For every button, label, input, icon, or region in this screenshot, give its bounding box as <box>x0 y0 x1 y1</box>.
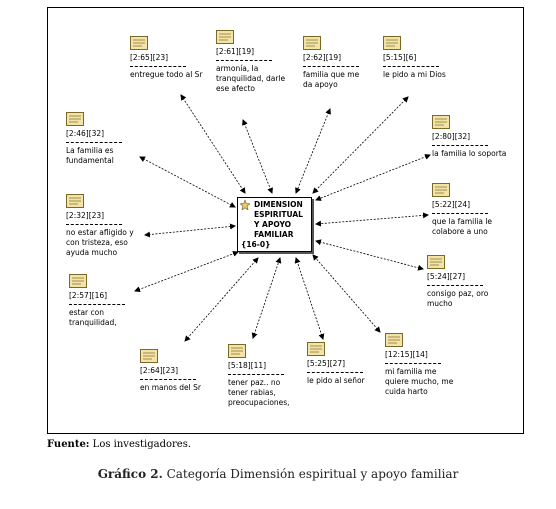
quote-node[interactable]: [2:46][32] La familia es fundamental <box>66 112 136 166</box>
quote-id: [5:18][11] <box>228 361 267 370</box>
divider <box>307 372 363 373</box>
caption-text: Categoría Dimensión espiritual y apoyo f… <box>162 467 459 481</box>
relation-link <box>315 154 431 201</box>
quote-text: consigo paz, oro mucho <box>427 289 489 308</box>
document-icon <box>66 112 84 126</box>
divider <box>303 66 359 67</box>
quote-text: que la familia le colabore a uno <box>432 217 493 236</box>
quote-node[interactable]: [5:24][27] consigo paz, oro mucho <box>427 255 497 309</box>
quote-text: armonía, la tranquilidad, darle ese afec… <box>216 64 286 93</box>
divider <box>69 304 125 305</box>
quote-node[interactable]: [5:25][27] le pido al señor <box>307 342 377 386</box>
quote-node[interactable]: [2:80][32] la familia lo soporta <box>432 115 506 159</box>
quote-node[interactable]: [2:32][23] no estar afligido y con trist… <box>66 194 140 258</box>
divider <box>140 379 196 380</box>
core-title: DIMENSION ESPIRITUAL Y APOYO FAMILIAR <box>254 200 303 239</box>
quote-id: [2:57][16] <box>69 291 108 300</box>
relation-link <box>312 254 381 333</box>
document-icon <box>303 36 321 50</box>
quote-node[interactable]: [12:15][14] mi familia me quiere mucho, … <box>385 333 460 397</box>
divider <box>432 213 488 214</box>
quote-id: [5:24][27] <box>427 272 466 281</box>
document-icon <box>307 342 325 356</box>
quote-text: no estar afligido y con tristeza, eso ay… <box>66 228 134 257</box>
relation-link <box>294 257 325 340</box>
document-icon <box>228 344 246 358</box>
quote-id: [2:80][32] <box>432 132 471 141</box>
document-icon <box>66 194 84 208</box>
divider <box>216 60 272 61</box>
quote-node[interactable]: [5:22][24] que la familia le colabore a … <box>432 183 502 237</box>
quote-node[interactable]: [2:62][19] familia que me da apoyo <box>303 36 368 90</box>
category-icon <box>240 200 250 210</box>
document-icon <box>140 349 158 363</box>
core-category-node[interactable]: DIMENSION ESPIRITUAL Y APOYO FAMILIAR {1… <box>237 197 312 252</box>
relation-link <box>251 257 282 339</box>
quote-text: en manos del Sr <box>140 383 201 392</box>
quote-id: [2:32][23] <box>66 211 105 220</box>
quote-text: le pido a mi Dios <box>383 70 446 79</box>
quote-node[interactable]: [2:61][19] armonía, la tranquilidad, dar… <box>216 30 288 94</box>
document-icon <box>385 333 403 347</box>
divider <box>228 374 284 375</box>
quote-id: [5:15][6] <box>383 53 417 62</box>
quote-node[interactable]: [2:65][23] entregue todo al Sr <box>130 36 205 80</box>
document-icon <box>130 36 148 50</box>
divider <box>427 285 483 286</box>
quote-id: [2:46][32] <box>66 129 105 138</box>
quote-node[interactable]: [5:15][6] le pido a mi Dios <box>383 36 458 80</box>
document-icon <box>69 274 87 288</box>
source-text: Los investigadores. <box>89 439 191 450</box>
divider <box>385 363 441 364</box>
quote-id: [2:61][19] <box>216 47 255 56</box>
source-label: Fuente: <box>47 439 90 450</box>
quote-text: estar con tranquilidad, <box>69 308 117 327</box>
quote-id: [2:65][23] <box>130 53 169 62</box>
quote-node[interactable]: [2:64][23] en manos del Sr <box>140 349 212 393</box>
relation-link <box>295 108 331 194</box>
divider <box>66 142 122 143</box>
quote-id: [5:25][27] <box>307 359 346 368</box>
caption-label: Gráfico 2. <box>97 467 163 481</box>
divider <box>130 66 186 67</box>
relation-link <box>144 223 236 238</box>
divider <box>383 66 439 67</box>
quote-text: la familia lo soporta <box>432 149 507 158</box>
relation-link <box>312 96 409 194</box>
quote-id: [12:15][14] <box>385 350 428 359</box>
document-icon <box>216 30 234 44</box>
quote-id: [2:64][23] <box>140 366 179 375</box>
relation-link <box>180 94 246 194</box>
figure-caption: Gráfico 2. Categoría Dimensión espiritua… <box>0 467 556 481</box>
relation-link <box>242 119 273 194</box>
quote-text: le pido al señor <box>307 376 365 385</box>
quote-text: tener paz.. no tener rabias, preocupacio… <box>228 378 290 407</box>
relation-link <box>139 156 236 208</box>
core-count: {16-0} <box>241 240 271 249</box>
relation-link <box>315 239 424 271</box>
divider <box>66 224 122 225</box>
quote-text: entregue todo al Sr <box>130 70 203 79</box>
source-note: Fuente: Los investigadores. <box>47 439 191 450</box>
document-icon <box>383 36 401 50</box>
quote-text: mi familia me quiere mucho, me cuida har… <box>385 367 454 396</box>
relation-link <box>184 257 259 342</box>
quote-id: [5:22][24] <box>432 200 471 209</box>
quote-node[interactable]: [2:57][16] estar con tranquilidad, <box>69 274 134 328</box>
relation-link <box>315 212 429 227</box>
document-icon <box>432 115 450 129</box>
quote-id: [2:62][19] <box>303 53 342 62</box>
document-icon <box>427 255 445 269</box>
divider <box>432 145 488 146</box>
quote-node[interactable]: [5:18][11] tener paz.. no tener rabias, … <box>228 344 300 408</box>
quote-text: familia que me da apoyo <box>303 70 360 89</box>
document-icon <box>432 183 450 197</box>
relation-link <box>134 250 239 293</box>
quote-text: La familia es fundamental <box>66 146 114 165</box>
